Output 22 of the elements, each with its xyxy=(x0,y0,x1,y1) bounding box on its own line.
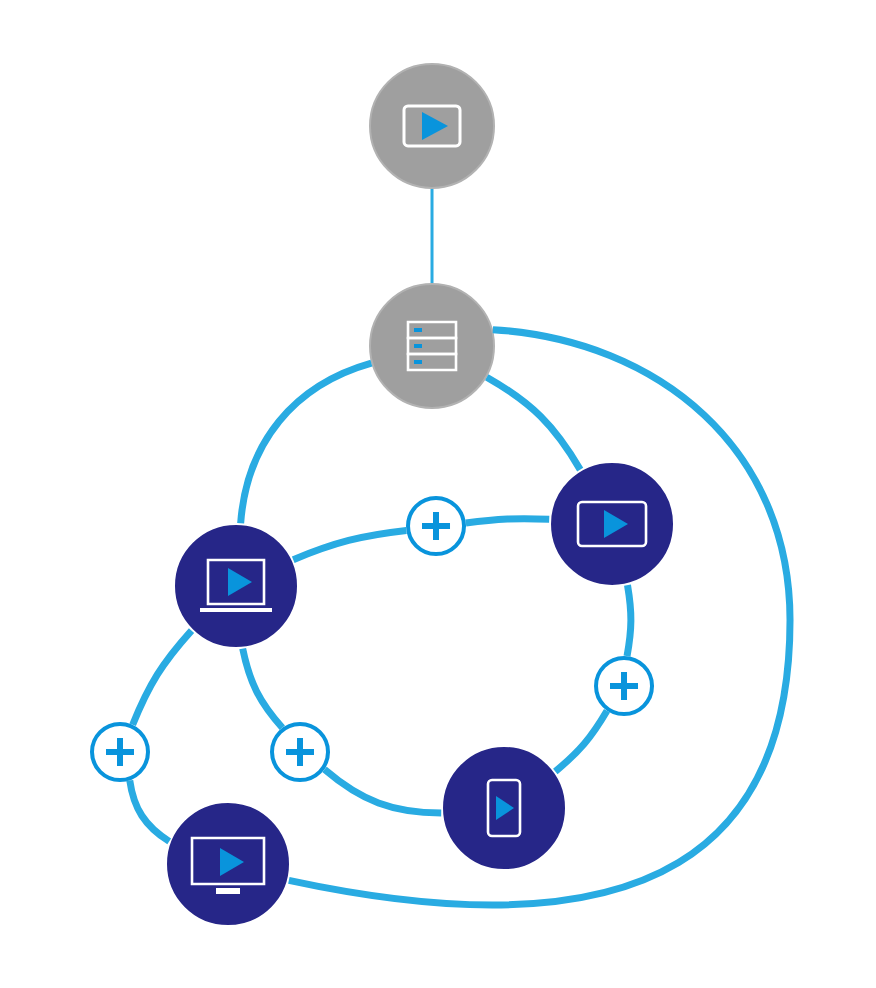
ribbon-connector xyxy=(465,515,550,527)
ribbon-connector xyxy=(430,189,434,283)
ribbon-connector xyxy=(129,628,195,727)
laptop-circle xyxy=(173,523,299,649)
ribbon-connector xyxy=(126,779,172,845)
ribbon-connector xyxy=(484,374,584,472)
ribbon-connector xyxy=(322,766,442,817)
ribbon-connector xyxy=(239,647,285,731)
plus-circle xyxy=(270,722,330,782)
ribbon-connector xyxy=(237,359,373,524)
phone-circle xyxy=(441,745,567,871)
tablet-circle xyxy=(549,461,675,587)
plus-circle xyxy=(90,722,150,782)
server-circle xyxy=(369,283,495,409)
plus-circle xyxy=(594,656,654,716)
ribbon-connector xyxy=(623,584,635,657)
ribbon-connector xyxy=(553,708,610,775)
ribbon-connector xyxy=(291,527,407,563)
video-server-circle xyxy=(369,63,495,189)
ribbon-connector xyxy=(288,326,794,908)
plus-circle xyxy=(406,496,466,556)
tv-circle xyxy=(165,801,291,927)
